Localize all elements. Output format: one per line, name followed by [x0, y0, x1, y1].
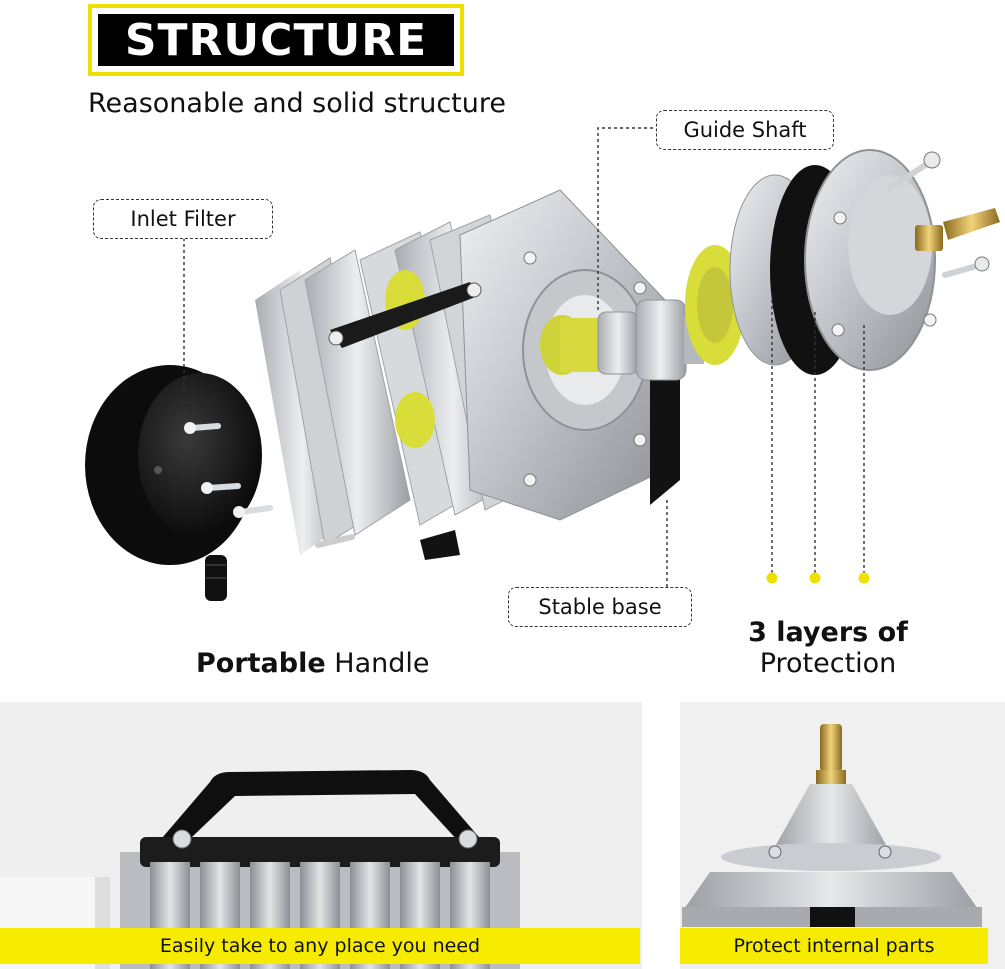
cap-closeup-image	[680, 702, 1005, 969]
protection-cap-part	[729, 149, 1000, 375]
inlet-filter-part	[85, 365, 273, 601]
leader-lines	[183, 127, 865, 596]
portable-bold: Portable	[196, 648, 326, 679]
portable-rest: Handle	[325, 648, 430, 679]
pump-exploded-illustration	[85, 127, 1000, 601]
callout-guide-shaft: Guide Shaft	[656, 110, 834, 150]
cap-closeup-photo	[680, 702, 1005, 969]
portable-handle-heading: Portable Handle	[196, 648, 429, 679]
callout-inlet-filter: Inlet Filter	[93, 199, 273, 239]
page-title: STRUCTURE	[98, 14, 454, 66]
layer-dot-2	[809, 572, 821, 584]
callout-stable-base: Stable base	[508, 587, 692, 627]
protection-heading: 3 layers of Protection	[728, 617, 928, 679]
layer-dot-1	[766, 572, 778, 584]
caption-left: Easily take to any place you need	[0, 928, 640, 964]
caption-right: Protect internal parts	[680, 928, 988, 964]
protection-heading-line2: Protection	[759, 648, 897, 679]
layer-dot-3	[858, 572, 870, 584]
protection-heading-line1: 3 layers of	[748, 617, 908, 648]
page-subtitle: Reasonable and solid structure	[88, 88, 506, 119]
title-box: STRUCTURE	[88, 4, 464, 76]
housing-part	[255, 189, 680, 560]
